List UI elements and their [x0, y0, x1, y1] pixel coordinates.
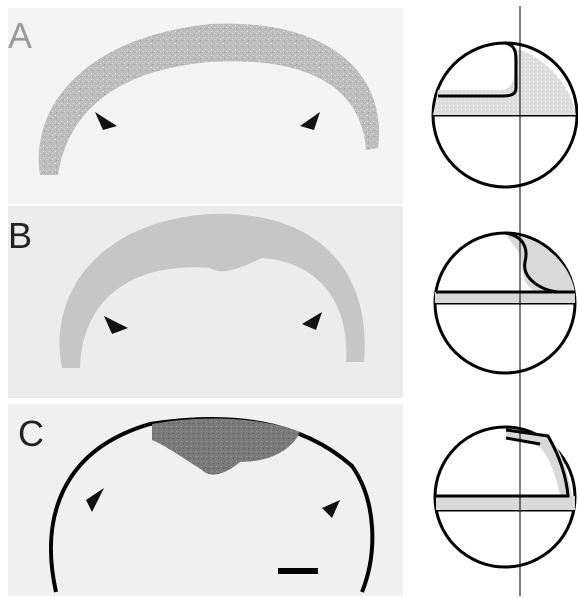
- sphere-schematic-c: [435, 427, 575, 567]
- scale-bar: [278, 568, 318, 574]
- panel-a-section: [8, 8, 403, 204]
- panel-b-section: [8, 206, 403, 398]
- panel-label-a: A: [8, 18, 32, 54]
- panel-label-c: C: [18, 416, 44, 452]
- panel-c-section: [8, 404, 403, 596]
- sphere-schematic-b: [435, 233, 575, 373]
- panel-label-b: B: [8, 218, 32, 254]
- sphere-schematic-a: [433, 43, 577, 187]
